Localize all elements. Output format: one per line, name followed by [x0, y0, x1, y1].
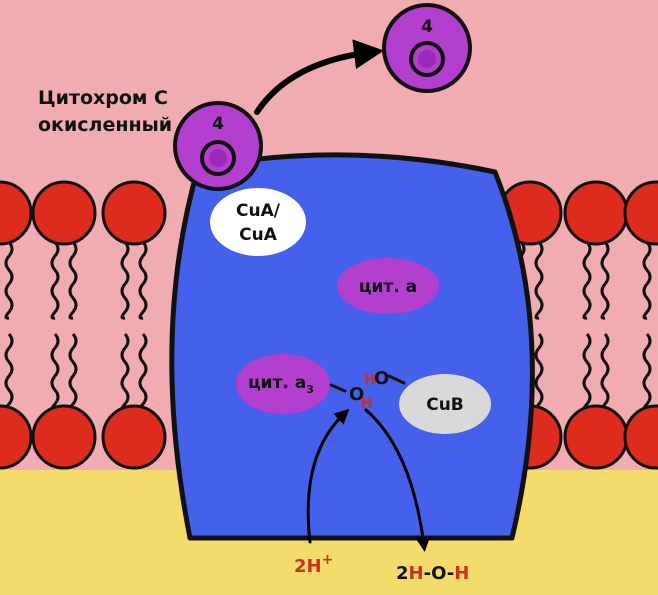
lipid-head-lower — [563, 404, 629, 470]
lipid-tail-upper — [600, 241, 610, 320]
cub-label: CuB — [426, 395, 464, 415]
water-coef: 2 — [396, 563, 409, 584]
lipid-tail-lower — [4, 333, 14, 411]
cyt-a3-label-text: цит. a — [248, 373, 306, 393]
water-h1: H — [409, 563, 424, 584]
cua-label-line2: CuA — [239, 225, 278, 245]
lipid-tail-lower — [534, 333, 544, 411]
cytochrome-c-bound: 4 — [173, 101, 263, 191]
lipid-tail-upper — [50, 241, 60, 320]
protons-text: 2H — [294, 556, 322, 577]
lipid-head-upper — [0, 180, 33, 246]
cyt-a-label: цит. a — [359, 277, 417, 297]
lipid-tail-upper — [582, 241, 592, 320]
lipid-head-lower — [0, 404, 33, 470]
lipid-tail-upper — [68, 241, 78, 320]
peroxide-h-top: H — [364, 372, 376, 388]
lipid-tail-lower — [120, 333, 130, 411]
cytochrome-c-title-line1: Цитохром С — [38, 87, 168, 109]
cyt-a3-heme — [236, 354, 330, 414]
cua-label-line1: CuA/ — [236, 201, 281, 221]
cyt-a3-label: цит. a3 — [248, 373, 314, 396]
lipid-tail-lower — [582, 333, 592, 411]
lipid-tail-upper — [138, 241, 148, 320]
lipid-tail-lower — [642, 333, 652, 411]
lipid-tail-lower — [50, 333, 60, 411]
protons-label: 2H+ — [294, 552, 333, 577]
cub-center — [399, 374, 491, 434]
proton-uptake-arrow — [306, 408, 350, 544]
lipid-head-upper — [31, 180, 97, 246]
cytochrome-c-released: 4 — [382, 3, 472, 93]
lipid-head-lower — [101, 404, 167, 470]
water-bond2: - — [447, 563, 454, 584]
lipid-tail-upper — [120, 241, 130, 320]
bond-o-to-cub — [387, 374, 406, 385]
lipid-tail-upper — [642, 241, 652, 320]
water-label: 2H-O-H — [396, 563, 469, 584]
lipid-tail-lower — [68, 333, 78, 411]
water-bond1: - — [424, 563, 431, 584]
cua-center — [210, 188, 306, 256]
cyt-a-heme — [337, 258, 439, 314]
cytochrome-c-title-line2: окисленный — [38, 114, 172, 136]
protons-charge: + — [322, 552, 334, 568]
lipid-head-upper — [623, 180, 658, 246]
cytochrome-c-bound-label: 4 — [212, 114, 224, 134]
peroxide-h-bottom: H — [361, 396, 373, 412]
cytochrome-c-released-label: 4 — [421, 17, 433, 37]
lipid-tail-lower — [138, 333, 148, 411]
lipid-bilayer — [0, 180, 658, 470]
peroxide-o-top: O — [374, 368, 389, 389]
water-h2: H — [454, 563, 469, 584]
peroxide-o-bottom: O — [349, 384, 364, 405]
lipid-tail-upper — [534, 241, 544, 320]
lipid-head-upper — [563, 180, 629, 246]
release-arrow — [254, 39, 384, 115]
cyt-a3-subscript: 3 — [306, 383, 314, 396]
lipid-head-lower — [31, 404, 97, 470]
lipid-head-upper — [101, 180, 167, 246]
water-release-arrow — [364, 408, 431, 552]
lipid-tail-upper — [4, 241, 14, 320]
bond-a3-to-o — [329, 383, 347, 393]
lipid-head-lower — [623, 404, 658, 470]
water-o: O — [431, 563, 447, 584]
lipid-tail-lower — [600, 333, 610, 411]
